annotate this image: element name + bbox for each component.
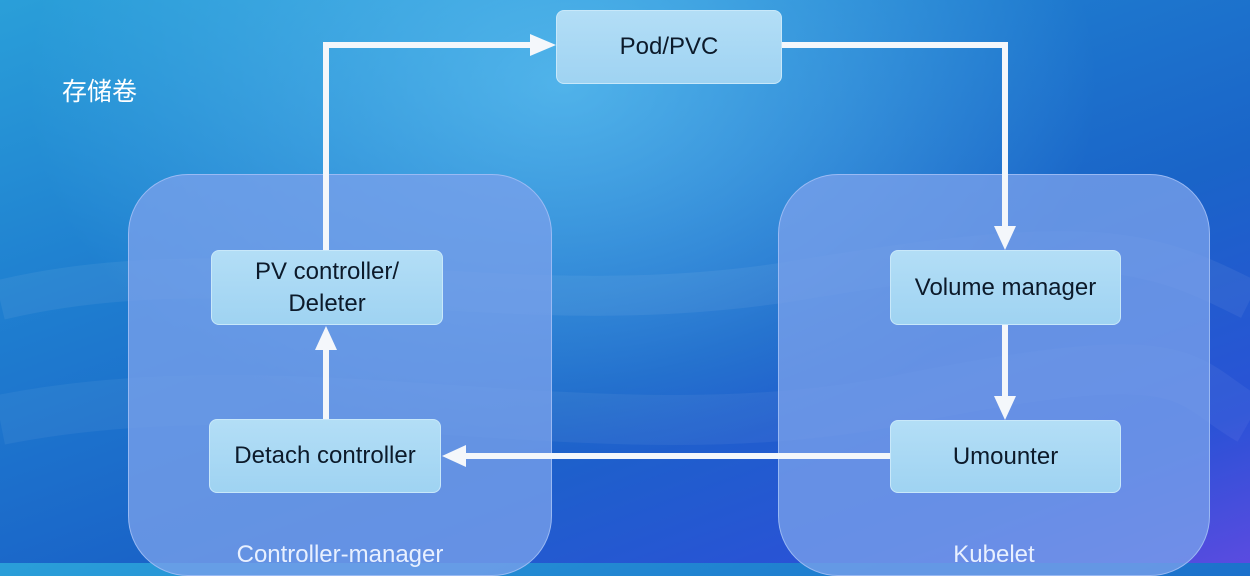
- controller-manager-label: Controller-manager: [236, 541, 444, 568]
- node-pv-controller-label-line2: Deleter: [288, 289, 366, 317]
- node-pod-pvc: Pod/PVC: [556, 10, 782, 84]
- node-pod-pvc-label: Pod/PVC: [619, 33, 719, 61]
- node-umounter-label: Umounter: [952, 442, 1059, 470]
- kubelet-label: Kubelet: [953, 541, 1035, 568]
- node-detach-controller: Detach controller: [209, 419, 441, 493]
- node-umounter: Umounter: [890, 420, 1121, 493]
- controller-manager-container: Controller-manager: [128, 174, 552, 576]
- page-title: 存储卷: [62, 77, 138, 106]
- node-detach-controller-label: Detach controller: [234, 442, 416, 470]
- kubelet-container: Kubelet: [778, 174, 1210, 576]
- node-volume-manager-label: Volume manager: [914, 273, 1097, 301]
- node-volume-manager: Volume manager: [890, 250, 1121, 325]
- node-pv-controller-label-line1: PV controller/: [254, 258, 400, 286]
- node-pv-controller: PV controller/ Deleter: [211, 250, 443, 325]
